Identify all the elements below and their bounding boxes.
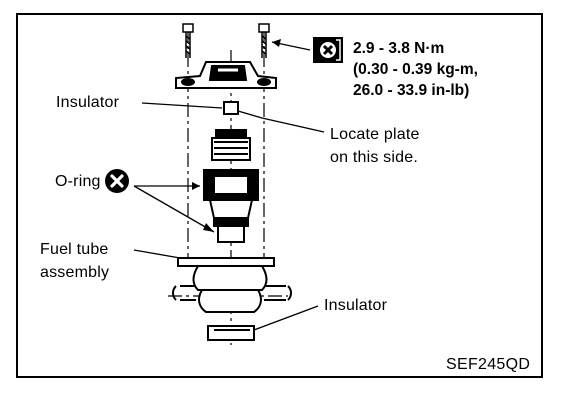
- left-bolt: [182, 23, 194, 58]
- locate-plate-label-line2: on this side.: [330, 149, 418, 166]
- torque-spec-line3: 26.0 - 33.9 in-lb): [353, 82, 470, 99]
- leader-lines: [133, 41, 325, 331]
- leader-locate-plate: [237, 110, 325, 133]
- do-not-reuse-x-icon: [105, 169, 129, 193]
- fuel-tube-assembly: [172, 257, 292, 313]
- leader-arrowheads: [192, 39, 281, 232]
- bottom-insulator-part: [207, 325, 255, 341]
- insulator-bottom-label: Insulator: [324, 297, 388, 314]
- insulator-top-label: Insulator: [56, 94, 120, 111]
- torque-spec: 2.9 - 3.8 N·m (0.30 - 0.39 kg-m, 26.0 - …: [353, 38, 478, 101]
- torque-spec-line1: 2.9 - 3.8 N·m: [353, 40, 445, 57]
- leader-fuel-tube: [133, 249, 181, 259]
- leader-insulator-top: [141, 102, 223, 109]
- fuel-injector: [203, 129, 259, 243]
- oring-label: O-ring: [55, 173, 101, 190]
- figure-code: SEF245QD: [446, 356, 531, 373]
- fuel-tube-label-line2: assembly: [40, 264, 110, 281]
- retainer-bracket: [175, 61, 277, 89]
- leader-insulator-bottom: [253, 305, 319, 331]
- fuel-tube-label-line1: Fuel tube: [40, 241, 109, 258]
- figure-frame: [16, 13, 543, 378]
- leader-oring-b: [133, 185, 215, 233]
- right-bolt: [258, 23, 270, 58]
- top-insulator-part: [223, 101, 239, 115]
- locate-plate-label-line1: Locate plate: [330, 126, 420, 143]
- torque-wrench-icon: [313, 37, 343, 63]
- torque-spec-line2: (0.30 - 0.39 kg-m,: [353, 61, 478, 78]
